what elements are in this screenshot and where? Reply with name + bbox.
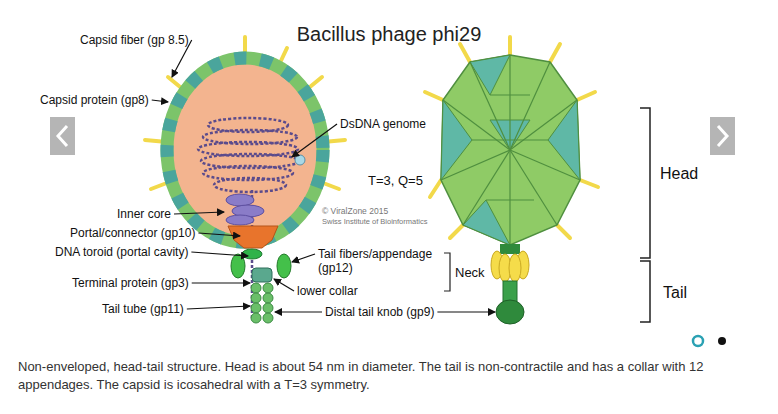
- part-label: Swiss Institute of Bioinformatics: [322, 217, 427, 226]
- chevron: [58, 126, 67, 146]
- part-label: Tail fibers/appendage (gp12): [318, 247, 444, 275]
- part-label: DNA toroid (portal cavity): [55, 245, 188, 259]
- tail-appendage: [277, 254, 291, 278]
- part-label: Terminal protein (gp3): [72, 276, 189, 290]
- icosahedral-capsid: [441, 55, 580, 245]
- leader-line: [174, 212, 224, 214]
- part-label: Distal tail knob (gp9): [325, 305, 434, 319]
- part-label: Portal/connector (gp10): [70, 226, 195, 240]
- leader-line: [292, 254, 315, 262]
- tail-tube: [251, 283, 273, 323]
- leader-line: [198, 233, 240, 236]
- part-label: Capsid fiber (gp 8.5): [80, 33, 189, 47]
- leader-line: [274, 279, 294, 291]
- lower-collar: [252, 268, 272, 282]
- carousel-right: [710, 117, 735, 155]
- dna-genome: [198, 118, 299, 318]
- capsid-interior: [167, 58, 323, 242]
- capsid-shell: [167, 58, 323, 242]
- neck-bracket: [444, 253, 450, 291]
- leader-line: [191, 252, 248, 256]
- part-label: T=3, Q=5: [368, 173, 423, 188]
- tail-bracket: [640, 261, 650, 322]
- head-bracket: [640, 108, 650, 258]
- part-label: lower collar: [297, 284, 358, 298]
- capsid-facets: [441, 55, 580, 245]
- part-label: Head: [660, 165, 698, 183]
- leader-line: [152, 100, 168, 102]
- part-label: Capsid protein (gp8): [40, 93, 149, 107]
- distal-tail-knob: [496, 300, 524, 324]
- part-label: Tail: [663, 284, 687, 302]
- tail-appendage: [231, 254, 245, 278]
- leader-line: [187, 306, 250, 309]
- tail-appendages: [491, 251, 529, 282]
- carousel-left: [50, 117, 75, 155]
- leader-line: [437, 311, 495, 312]
- caption: Non-enveloped, head-tail structure. Head…: [18, 358, 766, 394]
- capsid-shell: [167, 58, 323, 242]
- chevron: [718, 126, 727, 146]
- leader-line: [292, 124, 337, 157]
- dna-toroid: [242, 249, 262, 259]
- terminal-protein-blob: [295, 155, 305, 165]
- carousel-dot: [718, 337, 726, 345]
- part-label: Tail tube (gp11): [102, 302, 184, 316]
- leader-line: [192, 282, 250, 283]
- neck: [500, 244, 520, 254]
- capsid-edges: [441, 55, 580, 245]
- part-label: Neck: [455, 265, 485, 280]
- portal-connector: [228, 226, 278, 248]
- part-label: © ViralZone 2015: [322, 206, 388, 216]
- leader-line: [275, 311, 322, 312]
- part-label: DsDNA genome: [340, 117, 426, 131]
- inner-core: [226, 194, 264, 225]
- part-label: Inner core: [117, 207, 171, 221]
- carousel-dot: [693, 336, 703, 346]
